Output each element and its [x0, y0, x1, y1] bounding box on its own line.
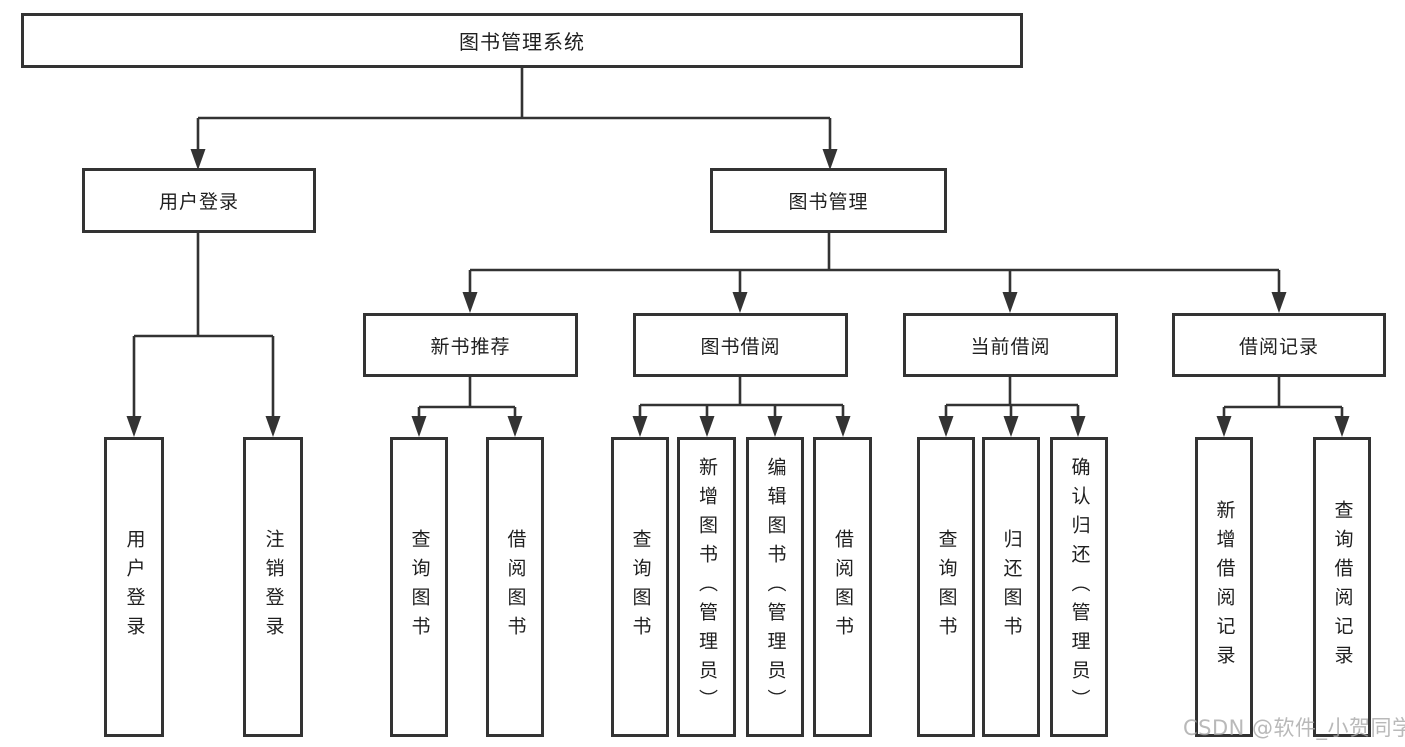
watermark: CSDN @软件_小贺同学	[1183, 716, 1405, 740]
node-book-borrow: 图书借阅	[633, 313, 848, 377]
node-borrow-books-1-label: 借阅图书	[504, 529, 527, 645]
connector-current-borrow-children	[938, 377, 1086, 437]
node-library-management-system: 图书管理系统	[21, 13, 1023, 68]
node-confirm-return-admin-label: 确认归还（管理员）	[1068, 456, 1091, 718]
node-query-books-1-label: 查询图书	[408, 529, 431, 645]
node-logout-leaf: 注销登录	[243, 437, 303, 737]
node-return-book: 归还图书	[982, 437, 1040, 737]
node-edit-book-admin: 编辑图书（管理员）	[746, 437, 804, 737]
node-user-login-leaf-label: 用户登录	[123, 529, 146, 645]
node-query-books-2-label: 查询图书	[629, 529, 652, 645]
node-borrow-books-1: 借阅图书	[486, 437, 544, 737]
node-current-borrow: 当前借阅	[903, 313, 1118, 377]
node-user-login-label: 用户登录	[158, 191, 239, 213]
node-add-book-admin: 新增图书（管理员）	[677, 437, 736, 737]
node-add-borrow-record-label: 新增借阅记录	[1213, 500, 1236, 674]
node-current-borrow-label: 当前借阅	[970, 335, 1051, 358]
node-query-books-2: 查询图书	[611, 437, 669, 737]
node-query-borrow-record-label: 查询借阅记录	[1331, 500, 1354, 674]
node-borrow-records-label: 借阅记录	[1238, 335, 1319, 358]
node-query-books-3: 查询图书	[917, 437, 975, 737]
node-user-login: 用户登录	[82, 168, 316, 233]
connector-root-to-level2	[190, 68, 838, 170]
node-query-borrow-record: 查询借阅记录	[1313, 437, 1371, 737]
connector-book-management-children	[462, 233, 1287, 313]
node-new-book-recommend: 新书推荐	[363, 313, 578, 377]
node-add-borrow-record: 新增借阅记录	[1195, 437, 1253, 737]
node-book-borrow-label: 图书借阅	[700, 335, 781, 358]
connector-book-borrow-children	[632, 377, 851, 437]
connector-user-login-children	[126, 233, 281, 437]
node-query-books-1: 查询图书	[390, 437, 448, 737]
node-query-books-3-label: 查询图书	[935, 529, 958, 645]
node-borrow-books-2-label: 借阅图书	[832, 529, 854, 645]
connector-borrow-records-children	[1216, 377, 1350, 437]
node-book-management: 图书管理	[710, 168, 947, 233]
node-library-management-system-label: 图书管理系统	[459, 30, 585, 54]
connector-new-book-recommend-children	[411, 377, 523, 437]
node-add-book-admin-label: 新增图书（管理员）	[696, 456, 718, 718]
node-confirm-return-admin: 确认归还（管理员）	[1050, 437, 1108, 737]
node-borrow-records: 借阅记录	[1172, 313, 1386, 377]
node-borrow-books-2: 借阅图书	[813, 437, 872, 737]
node-edit-book-admin-label: 编辑图书（管理员）	[764, 456, 787, 718]
node-book-management-label: 图书管理	[788, 191, 869, 213]
node-logout-leaf-label: 注销登录	[262, 529, 285, 645]
node-user-login-leaf: 用户登录	[104, 437, 164, 737]
node-return-book-label: 归还图书	[1000, 529, 1023, 645]
node-new-book-recommend-label: 新书推荐	[430, 335, 511, 358]
